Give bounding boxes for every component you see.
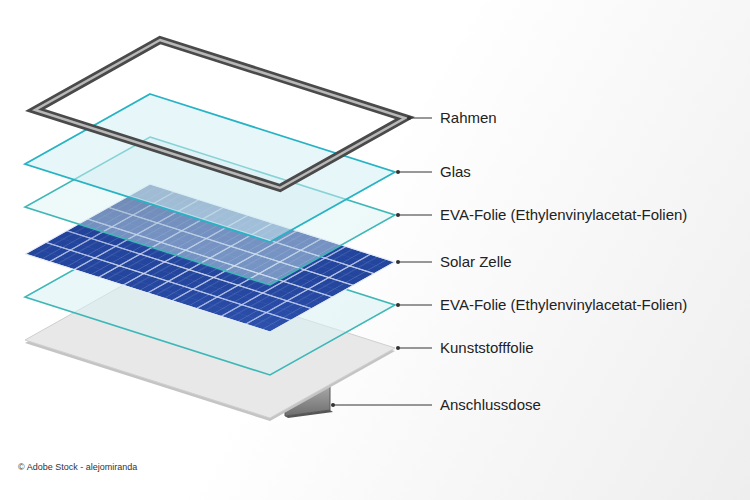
leader-dots bbox=[331, 116, 411, 407]
part-label: Kunststofffolie bbox=[440, 339, 534, 357]
part-label: Rahmen bbox=[440, 109, 497, 127]
part-label: Glas bbox=[440, 163, 471, 181]
copyright-note: © Adobe Stock - alejomiranda bbox=[18, 462, 137, 473]
part-label: EVA-Folie (Ethylenvinylacetat-Folien) bbox=[440, 296, 687, 314]
part-label: Anschlussdose bbox=[440, 396, 541, 414]
aluminium-frame bbox=[35, 40, 405, 188]
leader-lines bbox=[333, 118, 432, 405]
part-label: Solar Zelle bbox=[440, 253, 512, 271]
part-label: EVA-Folie (Ethylenvinylacetat-Folien) bbox=[440, 206, 687, 224]
